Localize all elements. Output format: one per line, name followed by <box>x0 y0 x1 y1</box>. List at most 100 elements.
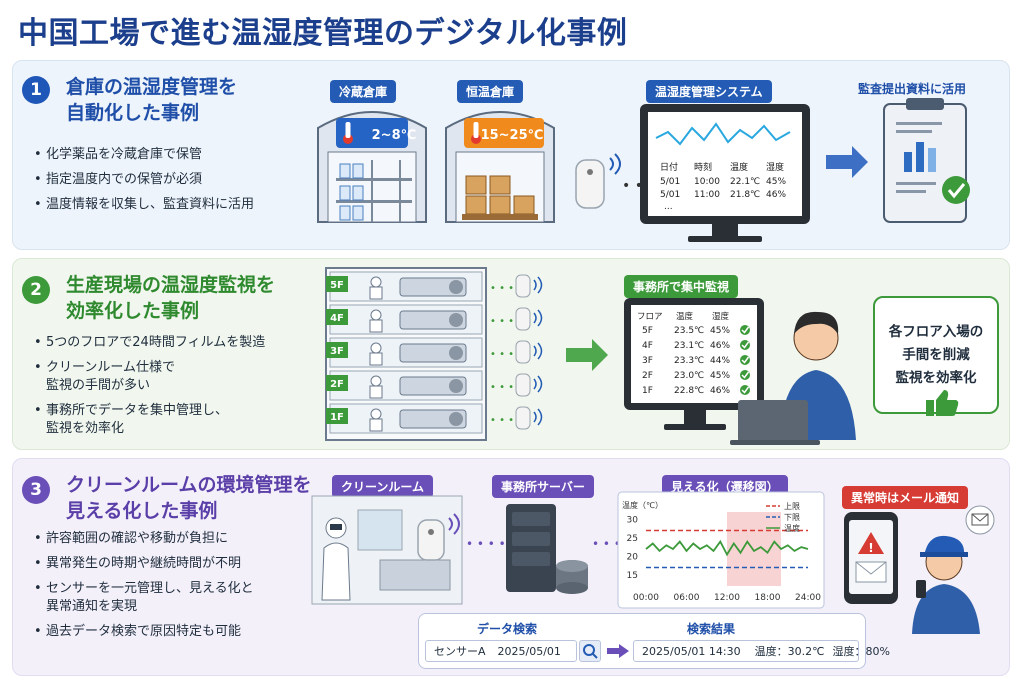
wifi-icon <box>533 309 543 327</box>
sensor-icon <box>515 373 531 397</box>
list-item-line: 監視を効率化 <box>46 421 125 436</box>
clipboard-report-icon <box>883 98 970 223</box>
sensor-icon <box>515 274 531 298</box>
list-item-line: 5つのフロアで24時間フィルムを製造 <box>46 335 266 350</box>
floor-badge <box>326 309 348 325</box>
table-cell: 21.8℃ <box>730 190 760 200</box>
temperature-series-line <box>645 539 809 557</box>
cold-warehouse-icon <box>317 111 427 223</box>
search-button[interactable] <box>579 640 601 662</box>
connector-dots: • • • • <box>490 415 523 426</box>
machine-roller <box>449 280 463 294</box>
machine-icon <box>399 376 467 396</box>
y-tick-label: 20 <box>627 552 639 562</box>
connector-dots: • • • • <box>490 283 523 294</box>
search-date-value: 2025/05/01 <box>497 644 561 658</box>
benefit-bubble: 各フロア入場の 手間を削減 監視を効率化 <box>873 296 999 414</box>
table-cell: 3F <box>642 356 653 366</box>
cleanroom-icon <box>311 495 463 605</box>
table-cell: 23.1℃ <box>674 341 704 351</box>
list-item: 過去データ検索で原因特定も可能 <box>34 623 254 641</box>
arrow-right-icon <box>566 339 608 371</box>
result-datetime: 2025/05/01 14:30 <box>642 644 741 658</box>
floor-label: 3F <box>330 346 344 357</box>
operator-body <box>369 352 383 366</box>
server-icon <box>506 504 588 594</box>
report-label: 監査提出資料に活用 <box>858 82 967 96</box>
constant-warehouse-temp: 15~25℃ <box>481 128 544 143</box>
server-label: 事務所サーバー <box>492 475 594 498</box>
sensor-icon <box>515 307 531 331</box>
arrow-right-icon <box>826 146 868 178</box>
case-1-title: 倉庫の温湿度管理を 自動化した事例 <box>66 74 237 126</box>
wifi-icon <box>533 375 543 393</box>
system-label: 温湿度管理システム <box>646 80 772 103</box>
table-cell: 22.8℃ <box>674 386 704 396</box>
table-header: 湿度 <box>766 161 784 173</box>
list-item: 5つのフロアで24時間フィルムを製造 <box>34 334 265 352</box>
list-item-line: 監視の手間が多い <box>46 378 151 393</box>
table-ellipsis: ... <box>664 202 673 212</box>
table-cell: 46% <box>710 341 730 351</box>
table-cell: 23.5℃ <box>674 326 704 336</box>
alert-label: 異常時はメール通知 <box>842 486 969 509</box>
floor-label: 5F <box>330 280 344 291</box>
list-item: 許容範囲の確認や移動が負担に <box>34 530 254 548</box>
constant-warehouse-label: 恒温倉庫 <box>457 80 524 103</box>
list-item-line: センサーを一元管理し、見える化と <box>46 581 254 596</box>
thumbs-up-icon <box>926 390 959 416</box>
table-header: 時刻 <box>694 161 712 173</box>
table-cell: 23.3℃ <box>674 356 704 366</box>
machine-icon <box>399 277 467 297</box>
case-3-title-line-1: クリーンルームの環境管理を <box>66 474 312 496</box>
data-search-panel: データ検索 検索結果 センサーA 2025/05/01 2025/05/01 1… <box>418 613 890 669</box>
legend-entry: 温度 <box>784 523 800 533</box>
smartphone-mail-icon: ! <box>844 512 898 604</box>
table-cell: 11:00 <box>694 190 720 200</box>
machine-icon <box>399 343 467 363</box>
svg-text:!: ! <box>868 541 873 555</box>
page-title: 中国工場で進む温湿度管理のデジタル化事例 <box>18 16 628 51</box>
list-item: 指定温度内での保管が必須 <box>34 171 254 189</box>
search-icon <box>583 644 598 659</box>
floor-badge <box>326 276 348 292</box>
arrow-right-icon <box>607 644 629 658</box>
connector-dots: • • • <box>592 537 621 551</box>
operator-body <box>369 319 383 333</box>
search-label: データ検索 <box>477 622 538 636</box>
table-cell: 45% <box>710 326 730 336</box>
x-tick-label: 18:00 <box>755 593 781 603</box>
y-axis-label: 温度（℃） <box>622 500 663 510</box>
cold-warehouse-temp: 2~8℃ <box>372 128 417 143</box>
result-humidity: 湿度：80% <box>832 645 890 658</box>
search-input[interactable]: センサーA 2025/05/01 <box>425 640 577 662</box>
sensor-icon <box>515 340 531 364</box>
table-cell: 46% <box>766 190 786 200</box>
legend-entry: 上限 <box>784 502 800 511</box>
table-header: フロア <box>637 312 663 322</box>
floor-badge <box>326 408 348 424</box>
machine-roller <box>449 412 463 426</box>
check-mark <box>741 341 750 349</box>
table-header: 日付 <box>660 162 678 173</box>
wifi-icon <box>533 276 543 294</box>
monitor-icon <box>640 104 810 242</box>
cleanroom-label: クリーンルーム <box>332 475 434 498</box>
list-item: 事務所でデータを集中管理し、監視を効率化 <box>34 402 265 438</box>
case-3-title: クリーンルームの環境管理を 見える化した事例 <box>66 472 311 524</box>
floor-label: 1F <box>330 412 344 423</box>
case-2-title: 生産現場の温湿度監視を 効率化した事例 <box>66 272 275 324</box>
machine-icon <box>399 409 467 429</box>
table-header: 湿度 <box>712 311 730 322</box>
case-2-number: 2 <box>22 276 50 304</box>
case-2-title-line-2: 効率化した事例 <box>66 300 200 322</box>
bubble-line: 手間を削減 <box>902 346 970 363</box>
case-3-title-line-2: 見える化した事例 <box>66 500 218 522</box>
legend-entry: 下限 <box>784 513 800 522</box>
connector-dots: • • • • <box>490 316 523 327</box>
sensor-icon <box>575 153 621 209</box>
y-tick-label: 15 <box>627 571 638 581</box>
